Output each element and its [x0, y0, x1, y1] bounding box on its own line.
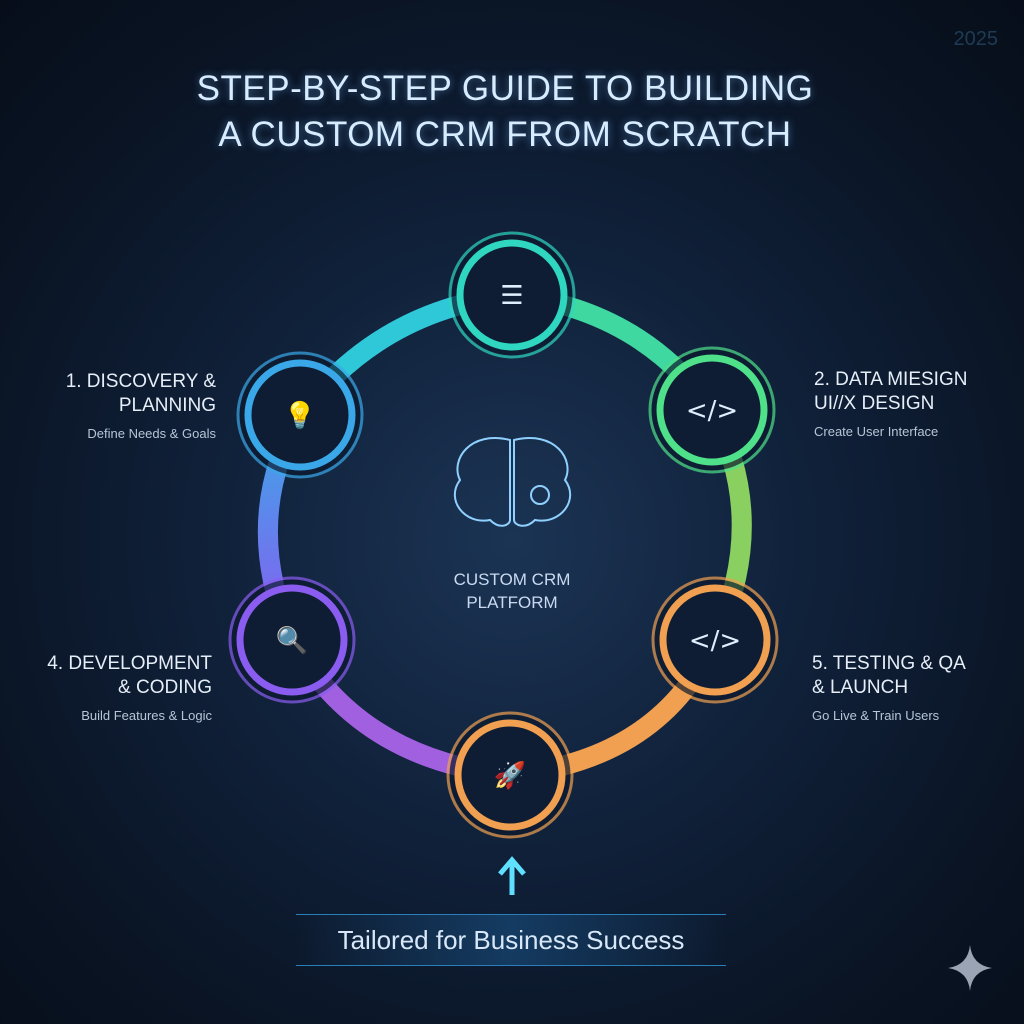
brain-icon [453, 437, 572, 527]
rocket-icon: 🚀 [494, 760, 526, 791]
center-label: CUSTOM CRM PLATFORM [412, 568, 612, 614]
lightbulb-icon: 💡 [284, 400, 316, 431]
year-label: 2025 [953, 28, 999, 50]
step-title: 2. DATA MIESIGN [814, 369, 968, 390]
center-line-2: PLATFORM [466, 593, 558, 612]
step-title: & CODING [118, 677, 212, 698]
step-4-label: 4. DEVELOPMENT & CODING Build Features & L… [47, 652, 212, 728]
database-icon: ☰ [500, 281, 523, 311]
step-1-label: 1. DISCOVERY & PLANNING Define Needs & Goa… [66, 370, 216, 446]
step-title: 5. TESTING & QA [812, 653, 966, 674]
step-title: 1. DISCOVERY & [65, 371, 216, 392]
step-subtitle: Build Features & Logic [81, 708, 212, 723]
step-subtitle: Create User Interface [814, 424, 939, 439]
center-line-1: CUSTOM CRM [453, 570, 571, 589]
step-2-label: 2. DATA MIESIGN UI//X DESIGN Create User I… [814, 368, 967, 444]
title-line-2: A CUSTOM CRM FROM SCRATCH [218, 115, 792, 154]
step-node: 🚀 [446, 711, 574, 839]
code-gear-icon: </> [689, 626, 741, 656]
step-title: UI//X DESIGN [814, 393, 935, 414]
step-node: 🔍 [228, 576, 356, 704]
step-node: 💡 [236, 351, 364, 479]
sparkle-icon [948, 945, 992, 991]
step-title: PLANNING [118, 395, 216, 416]
step-title: & LAUNCH [812, 677, 909, 698]
step-node: </> [651, 576, 779, 704]
title-line-1: STEP-BY-STEP GUIDE TO BUILDING [196, 69, 814, 108]
step-subtitle: Go Live & Train Users [812, 708, 940, 723]
arrow-up-icon [498, 856, 526, 895]
step-node: ☰ [448, 231, 576, 359]
step-node: </> [648, 346, 776, 474]
step-5-label: 5. TESTING & QA & LAUNCH Go Live & Train U… [812, 652, 966, 728]
step-title: 4. DEVELOPMENT [47, 653, 212, 674]
step-subtitle: Define Needs & Goals [87, 426, 216, 441]
monitor-code-icon: </> [686, 396, 738, 426]
tagline-banner: Tailored for Business Success [296, 914, 726, 966]
clipboard-search-icon: 🔍 [276, 623, 308, 656]
page-title: STEP-BY-STEP GUIDE TO BUILDING A CUSTOM C… [0, 66, 1010, 158]
